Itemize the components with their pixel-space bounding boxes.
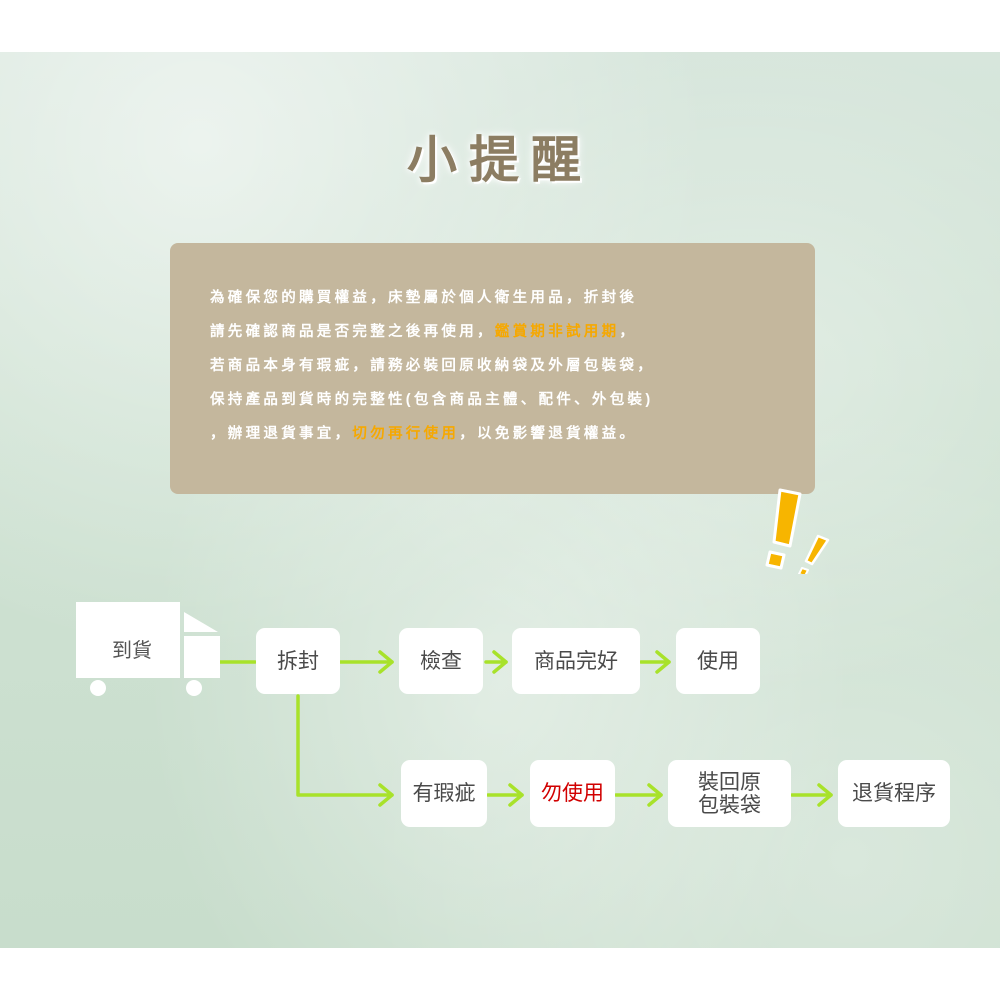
flow-step-unseal: 拆封	[256, 628, 340, 694]
notice-box: 為確保您的購買權益，床墊屬於個人衛生用品，折封後 請先確認商品是否完整之後再使用…	[170, 243, 815, 494]
flow-connectors	[218, 650, 833, 807]
notice-line: 若商品本身有瑕疵，請務必裝回原收納袋及外層包裝袋，	[210, 358, 655, 374]
flow-step-repack: 裝回原 包裝袋	[668, 760, 791, 827]
exclamation-icon	[765, 488, 830, 574]
highlight-text: 切勿再行使用	[352, 426, 460, 442]
flow-step-inspect: 檢查	[399, 628, 483, 694]
highlight-text: 鑑賞期非試用期	[494, 324, 620, 340]
notice-line: 保持產品到貨時的完整性(包含商品主體、配件、外包裝)	[210, 392, 654, 408]
flow-step-defective: 有瑕疵	[401, 760, 487, 827]
flow-step-return: 退貨程序	[838, 760, 950, 827]
notice-line: ，辦理退貨事宜，切勿再行使用，以免影響退貨權益。	[210, 426, 638, 442]
truck-icon	[76, 602, 220, 696]
flow-step-intact: 商品完好	[512, 628, 640, 694]
page-title: 小提醒	[407, 130, 593, 189]
notice-line: 請先確認商品是否完整之後再使用，鑑賞期非試用期，	[210, 324, 638, 340]
main-panel: 小提醒 為確保您的購買權益，床墊屬於個人衛生用品，折封後 請先確認商品是否完整之…	[0, 52, 1000, 948]
notice-text: 為確保您的購買權益，床墊屬於個人衛生用品，折封後 請先確認商品是否完整之後再使用…	[210, 281, 800, 451]
flow-step-use: 使用	[676, 628, 760, 694]
flow-step-do-not-use: 勿使用	[530, 760, 615, 827]
notice-line: 為確保您的購買權益，床墊屬於個人衛生用品，折封後	[210, 290, 638, 306]
truck-label: 到貨	[112, 640, 152, 662]
